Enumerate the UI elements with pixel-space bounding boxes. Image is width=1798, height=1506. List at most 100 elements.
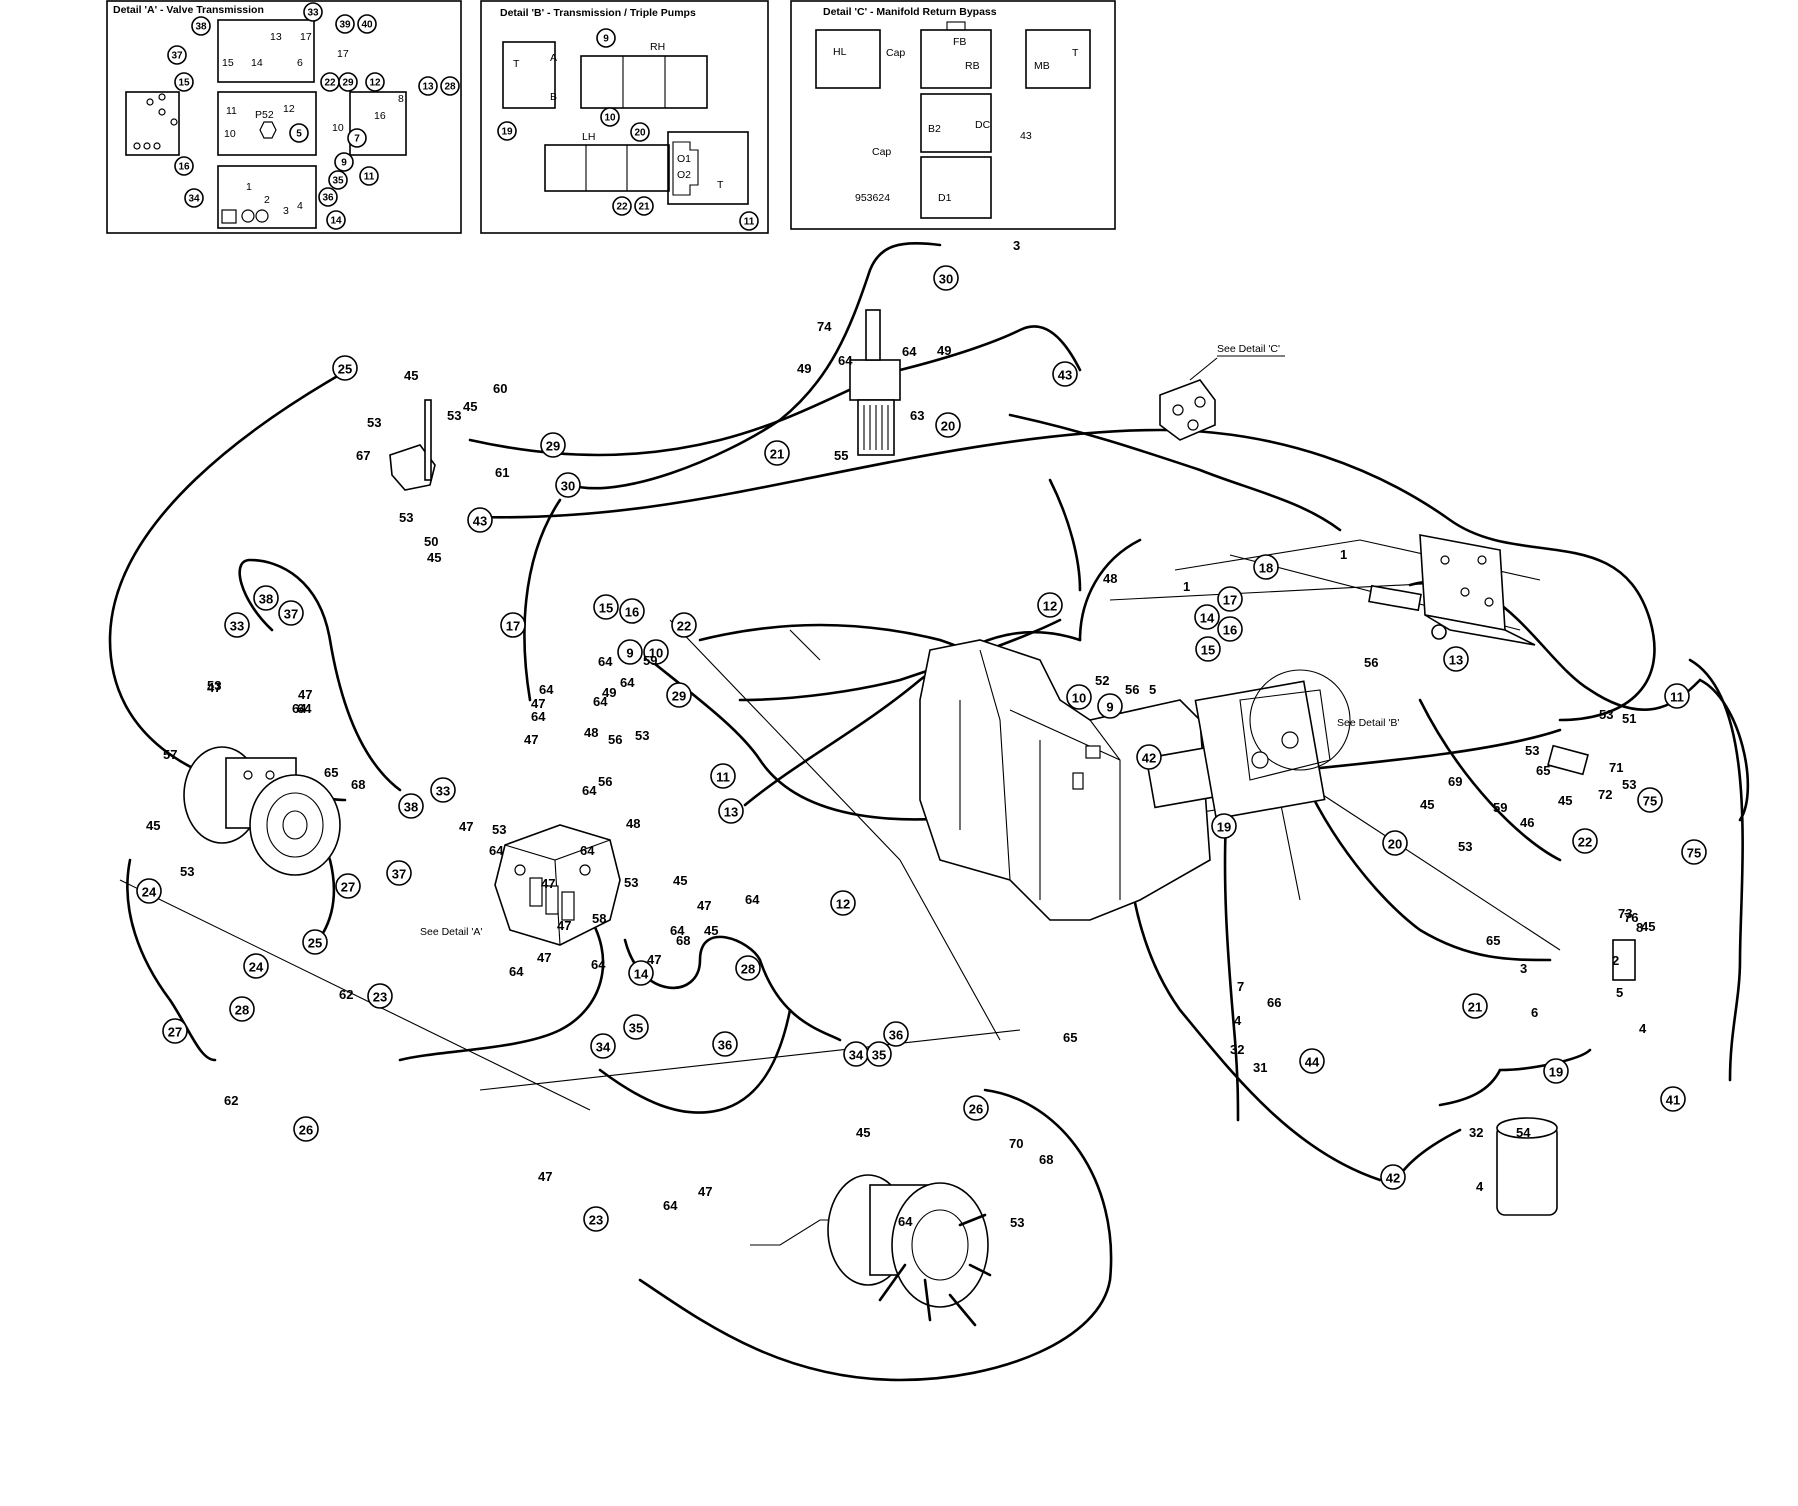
part-number: 49 [797,361,811,376]
callout-11: 11 [710,763,736,789]
hose-routing [108,241,1750,1382]
detail-label: 2 [264,194,270,206]
callout-label: 22 [1578,835,1592,850]
detail-callout-label: 36 [322,193,334,204]
detail-callout-label: 9 [603,34,609,45]
part-number: 4 [1476,1179,1484,1194]
detail-label: 11 [226,105,237,117]
detail-label: T [717,179,724,191]
part-number: 65 [1063,1030,1077,1045]
part-number: 6 [1531,1005,1538,1020]
callout-25: 25 [332,355,358,381]
callout-label: 37 [284,607,298,622]
callout-label: 18 [1259,561,1273,576]
part-number: 61 [495,465,509,480]
detail-callout-28: 28 [440,76,460,96]
callout-28: 28 [229,996,255,1022]
callout-label: 30 [939,272,953,287]
part-number: 72 [1598,787,1612,802]
part-number: 47 [541,876,555,891]
detail-label: B [550,91,557,103]
detail-callout-label: 15 [178,78,190,89]
part-number: 64 [539,682,554,697]
detail-callout-21: 21 [634,196,654,216]
callout-label: 25 [338,362,352,377]
part-number: 68 [676,933,690,948]
detail-callout-14: 14 [326,210,346,230]
callout-38: 38 [398,793,424,819]
part-number: 3 [1013,238,1020,253]
part-number: 45 [404,368,418,383]
callout-35: 35 [866,1041,892,1067]
detail-b-title: Detail 'B' - Transmission / Triple Pumps [500,7,696,19]
callout-label: 17 [1223,593,1237,608]
detail-callout-label: 39 [339,20,351,31]
part-number: 64 [663,1198,678,1213]
part-number: 47 [524,732,538,747]
detail-callout-label: 7 [354,134,360,145]
part-number: 1 [1183,579,1190,594]
detail-label: 17 [300,31,312,43]
part-number: 45 [704,923,718,938]
see-detail-c-note: See Detail 'C' [1217,343,1280,355]
part-number: 69 [1448,774,1462,789]
valve-transmission-block [494,824,621,946]
part-number: 32 [1230,1042,1244,1057]
part-number: 50 [424,534,438,549]
callout-36: 36 [883,1021,909,1047]
part-number: 64 [838,353,853,368]
detail-callout-34: 34 [184,188,204,208]
detail-callout-label: 11 [364,172,375,183]
detail-label: 17 [337,48,349,60]
part-number: 62 [339,987,353,1002]
callout-13: 13 [718,798,744,824]
detail-label: 15 [222,57,234,69]
detail-callout-39: 39 [335,14,355,34]
part-number: 74 [817,319,832,334]
part-number: 48 [626,816,640,831]
part-number: 56 [608,732,622,747]
detail-callout-12: 12 [365,72,385,92]
part-number: 53 [1010,1215,1024,1230]
detail-callout-20: 20 [630,122,650,142]
part-number: 45 [427,550,441,565]
detail-label: Cap [886,47,905,59]
callout-37: 37 [386,860,412,886]
callout-12: 12 [830,890,856,916]
detail-label: O1 [677,153,691,165]
detail-label: P52 [255,109,274,121]
callout-label: 16 [625,605,639,620]
part-number: 59 [643,653,657,668]
detail-callout-13: 13 [418,76,438,96]
detail-callout-label: 19 [501,127,513,138]
filter-54 [1496,1117,1558,1216]
callout-75: 75 [1681,839,1707,865]
detail-label: D1 [938,192,952,204]
detail-label: 953624 [855,192,890,204]
part-number: 53 [492,822,506,837]
part-number: 70 [1009,1136,1023,1151]
detail-label: 10 [224,128,236,140]
filter-55 [849,309,901,456]
part-number: 53 [635,728,649,743]
valve-67 [389,399,436,491]
callout-label: 26 [969,1102,983,1117]
detail-callout-40: 40 [357,14,377,34]
detail-callout-11: 11 [739,211,759,231]
callout-27: 27 [162,1018,188,1044]
callout-label: 36 [889,1028,903,1043]
callout-label: 33 [436,784,450,799]
callout-label: 10 [1072,691,1086,706]
callout-29: 29 [540,432,566,458]
part-number: 51 [1622,711,1636,726]
part-number: 48 [1103,571,1117,586]
callout-label: 29 [672,689,686,704]
callout-17: 17 [1217,586,1243,612]
callout-label: 25 [308,936,322,951]
detail-label: A [550,52,557,64]
callout-label: 75 [1687,846,1701,861]
part-number: 53 [1622,777,1636,792]
part-number: 47 [298,687,312,702]
callout-label: 44 [1305,1055,1320,1070]
